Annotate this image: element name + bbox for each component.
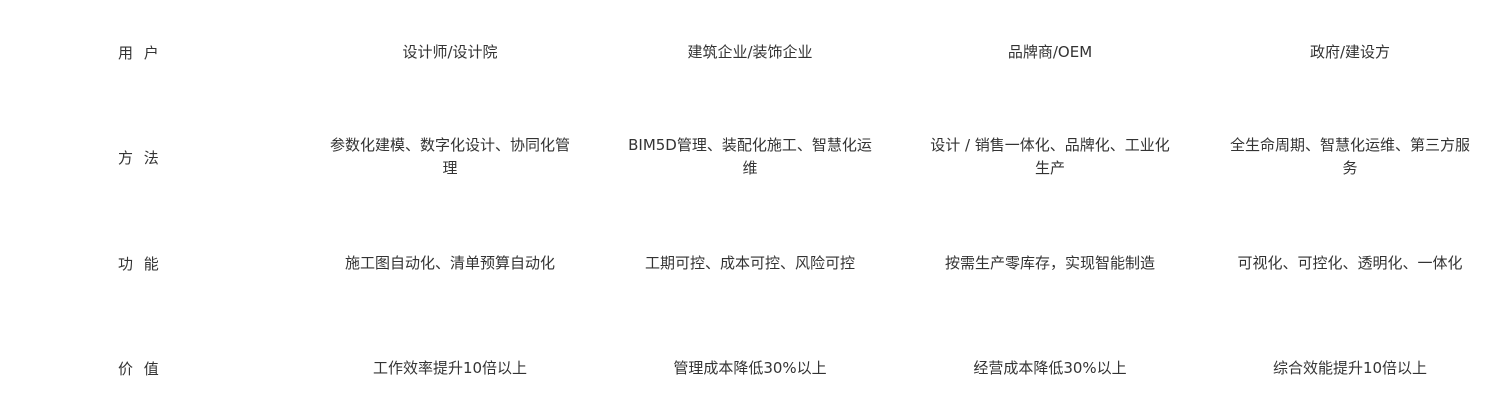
cell-text: 施工图自动化、清单预算自动化 — [344, 253, 555, 272]
cell-function-construction: 工期可控、成本可控、风险可控 — [625, 233, 875, 293]
cell-user-brand: 品牌商/OEM — [925, 22, 1175, 82]
cell-text: 全生命周期、智慧化运维、第三方服务 — [1229, 136, 1470, 177]
cell-text: 管理成本降低30%以上 — [673, 358, 827, 377]
cell-value-designer: 工作效率提升10倍以上 — [325, 338, 575, 398]
cell-method-brand: 设计 / 销售一体化、品牌化、工业化生产 — [925, 127, 1175, 187]
row-label-method: 方 法 — [118, 148, 162, 167]
row-label-value: 价 值 — [118, 359, 162, 378]
row-method: 方 法 参数化建模、数字化设计、协同化管理 BIM5D管理、装配化施工、智慧化运… — [0, 127, 1500, 187]
cell-user-government: 政府/建设方 — [1225, 22, 1475, 82]
cell-method-designer: 参数化建模、数字化设计、协同化管理 — [325, 127, 575, 187]
cell-method-government: 全生命周期、智慧化运维、第三方服务 — [1225, 127, 1475, 187]
cell-value-brand: 经营成本降低30%以上 — [925, 338, 1175, 398]
cell-text: 工期可控、成本可控、风险可控 — [644, 253, 855, 272]
cell-text: 参数化建模、数字化设计、协同化管理 — [329, 136, 570, 177]
cell-text: 按需生产零库存，实现智能制造 — [944, 253, 1155, 272]
cell-value-construction: 管理成本降低30%以上 — [625, 338, 875, 398]
cell-text: BIM5D管理、装配化施工、智慧化运维 — [628, 136, 872, 177]
cell-text: 建筑企业/装饰企业 — [687, 42, 813, 61]
cell-function-designer: 施工图自动化、清单预算自动化 — [325, 233, 575, 293]
cell-text: 可视化、可控化、透明化、一体化 — [1237, 253, 1463, 272]
cell-method-construction: BIM5D管理、装配化施工、智慧化运维 — [625, 127, 875, 187]
cell-text: 经营成本降低30%以上 — [973, 358, 1127, 377]
row-user: 用 户 设计师/设计院 建筑企业/装饰企业 品牌商/OEM 政府/建设方 — [0, 22, 1500, 82]
cell-text: 设计 / 销售一体化、品牌化、工业化生产 — [930, 136, 1170, 177]
row-function: 功 能 施工图自动化、清单预算自动化 工期可控、成本可控、风险可控 按需生产零库… — [0, 233, 1500, 293]
row-label-user: 用 户 — [118, 43, 162, 62]
cell-text: 综合效能提升10倍以上 — [1272, 358, 1428, 377]
cell-text: 政府/建设方 — [1309, 42, 1391, 61]
cell-function-government: 可视化、可控化、透明化、一体化 — [1225, 233, 1475, 293]
cell-value-government: 综合效能提升10倍以上 — [1225, 338, 1475, 398]
cell-text: 工作效率提升10倍以上 — [372, 358, 528, 377]
cell-function-brand: 按需生产零库存，实现智能制造 — [925, 233, 1175, 293]
cell-user-designer: 设计师/设计院 — [325, 22, 575, 82]
cell-text: 品牌商/OEM — [1007, 42, 1093, 61]
cell-text: 设计师/设计院 — [402, 42, 498, 61]
row-value: 价 值 工作效率提升10倍以上 管理成本降低30%以上 经营成本降低30%以上 … — [0, 338, 1500, 398]
cell-user-construction: 建筑企业/装饰企业 — [625, 22, 875, 82]
row-label-function: 功 能 — [118, 254, 162, 273]
